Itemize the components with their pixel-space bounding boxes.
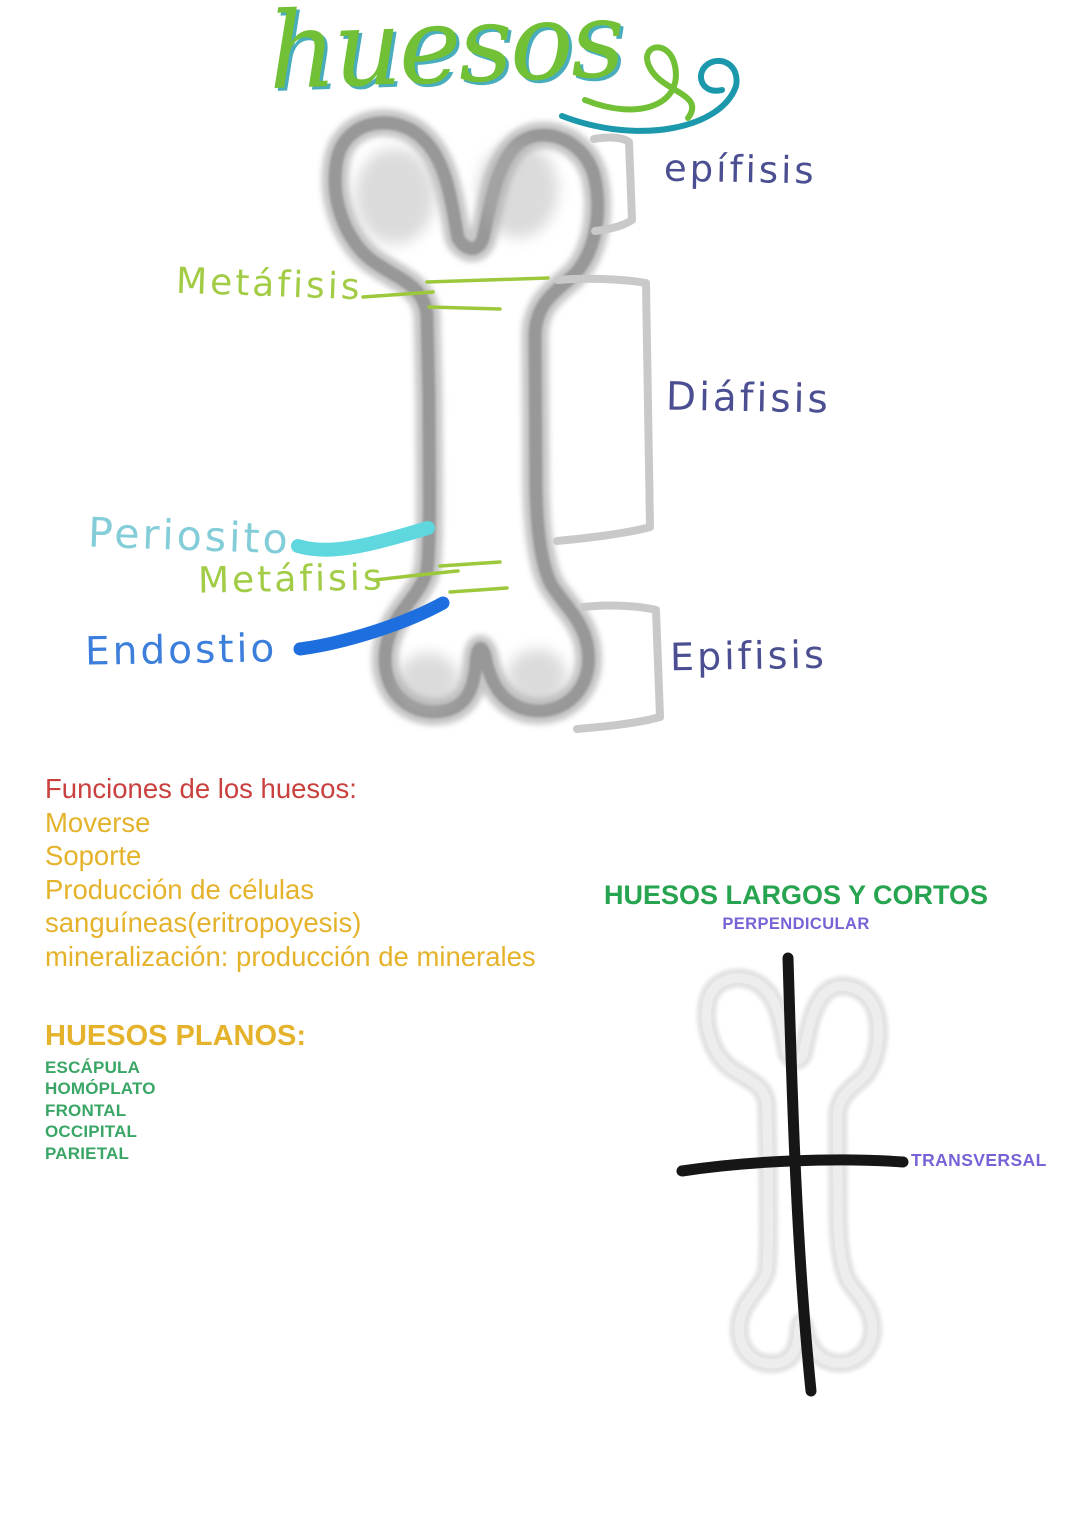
long-short-bones-heading: HUESOS LARGOS Y CORTOS [603, 880, 989, 910]
bone-functions-heading: Funciones de los huesos: [45, 773, 357, 804]
periosteum-stroke [291, 521, 435, 557]
label-diaphysis: Diáfisis [665, 374, 832, 423]
diaphysis-bracket [553, 274, 654, 545]
bone-function-item: Soporte [45, 840, 142, 872]
flat-bone-item: FRONTAL [45, 1100, 127, 1120]
metaphysis-bottom-line-2 [448, 586, 509, 594]
metaphysis-top-line-2 [427, 305, 502, 311]
label-periosteum: Periosito [87, 508, 292, 564]
label-epiphysis-bottom: Epifisis [669, 632, 828, 680]
metaphysis-bottom-line-1 [438, 560, 502, 568]
bone-function-item: sanguíneas(eritropoyesis) [45, 907, 362, 939]
flat-bones-heading: HUESOS PLANOS: [45, 1020, 307, 1052]
transversal-line [676, 1154, 909, 1177]
flat-bone-item: PARIETAL [45, 1143, 130, 1163]
flat-bone-item: HOMÓPLATO [45, 1079, 156, 1099]
epiphysis-bottom-bracket [573, 601, 664, 733]
perpendicular-line [782, 952, 817, 1397]
metaphysis-top-line-1 [425, 276, 550, 284]
label-epiphysis-top: epífisis [663, 146, 818, 193]
epiphysis-top-bracket [590, 133, 636, 235]
title-flourish [559, 44, 740, 134]
metaphysis-bottom-pointer-line [372, 569, 460, 582]
label-endosteum: Endostio [84, 626, 278, 675]
endosteum-stroke [293, 596, 450, 656]
bone-functions-section: Funciones de los huesos: Moverse Soporte… [45, 772, 536, 974]
long-bone-drawing [335, 123, 598, 713]
page-title: huesos [265, 0, 624, 114]
bone-function-item: Moverse [45, 806, 151, 838]
perpendicular-label: PERPENDICULAR [722, 915, 870, 933]
flat-bone-item: OCCIPITAL [45, 1122, 138, 1142]
label-metaphysis-top: Metáfisis [175, 260, 364, 309]
metaphysis-top-pointer-line [361, 290, 435, 299]
flat-bones-list: ESCÁPULA HOMÓPLATO FRONTAL OCCIPITAL PAR… [45, 1057, 156, 1164]
flat-bone-item: ESCÁPULA [45, 1058, 141, 1077]
transversal-label: TRANSVERSAL [911, 1150, 1047, 1170]
bone-function-item: mineralización: producción de minerales [45, 940, 536, 972]
label-metaphysis-bottom: Metáfisis [197, 557, 385, 602]
bone-function-item: Producción de células [45, 873, 315, 905]
